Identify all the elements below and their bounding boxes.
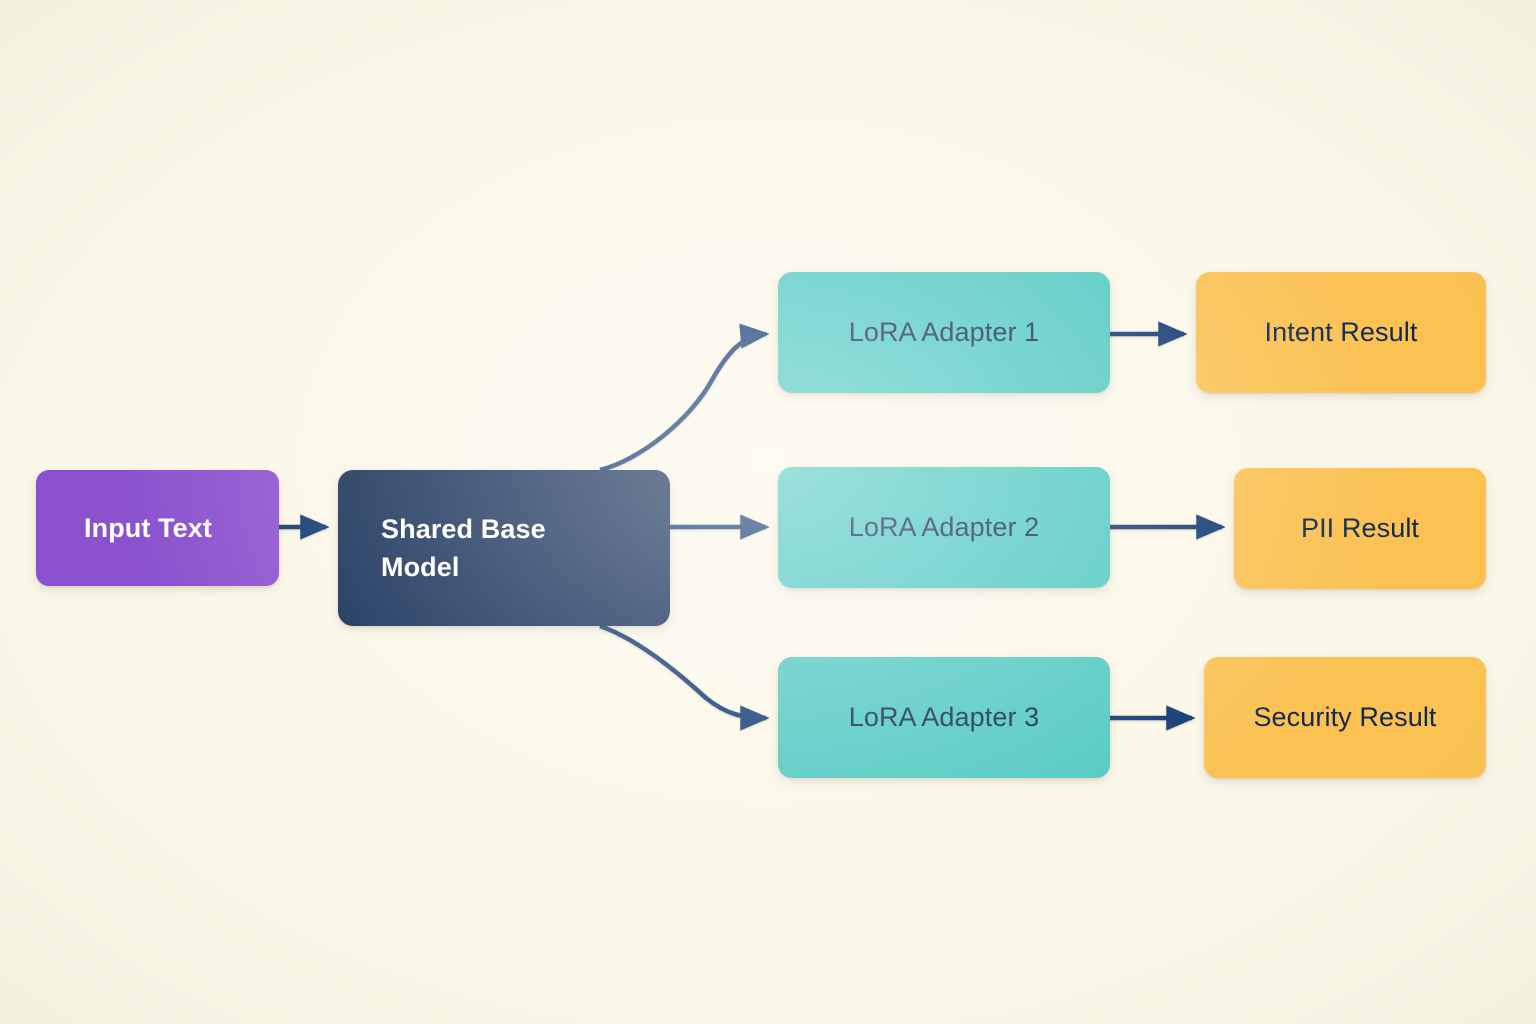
node-lora-adapter-3-label: LoRA Adapter 3: [848, 702, 1040, 732]
node-pii-result-label: PII Result: [1300, 513, 1420, 543]
node-lora-adapter-1[interactable]: LoRA Adapter 1: [778, 272, 1110, 393]
node-intent-result-label: Intent Result: [1264, 317, 1418, 347]
node-lora-adapter-3[interactable]: LoRA Adapter 3: [778, 657, 1110, 778]
node-lora-adapter-1-label: LoRA Adapter 1: [848, 317, 1040, 347]
node-lora-adapter-2-label: LoRA Adapter 2: [848, 512, 1040, 542]
node-security-result[interactable]: Security Result: [1204, 657, 1486, 778]
node-shared-base-model-line2: Model: [381, 552, 460, 582]
node-security-result-label: Security Result: [1253, 702, 1437, 732]
node-input-text-label: Input Text: [84, 512, 212, 543]
edge-base-to-adapter-3: [599, 623, 770, 731]
node-input-text[interactable]: Input Text: [36, 470, 279, 586]
node-shared-base-model[interactable]: Shared Base Model: [338, 470, 670, 626]
node-shared-base-model-line1: Shared Base: [381, 513, 546, 544]
node-intent-result[interactable]: Intent Result: [1196, 272, 1486, 393]
node-pii-result[interactable]: PII Result: [1234, 468, 1486, 589]
edge-base-to-adapter-1: [599, 323, 770, 473]
node-lora-adapter-2[interactable]: LoRA Adapter 2: [778, 467, 1110, 588]
node-shared-base-model-label: Shared Base Model: [381, 510, 648, 587]
